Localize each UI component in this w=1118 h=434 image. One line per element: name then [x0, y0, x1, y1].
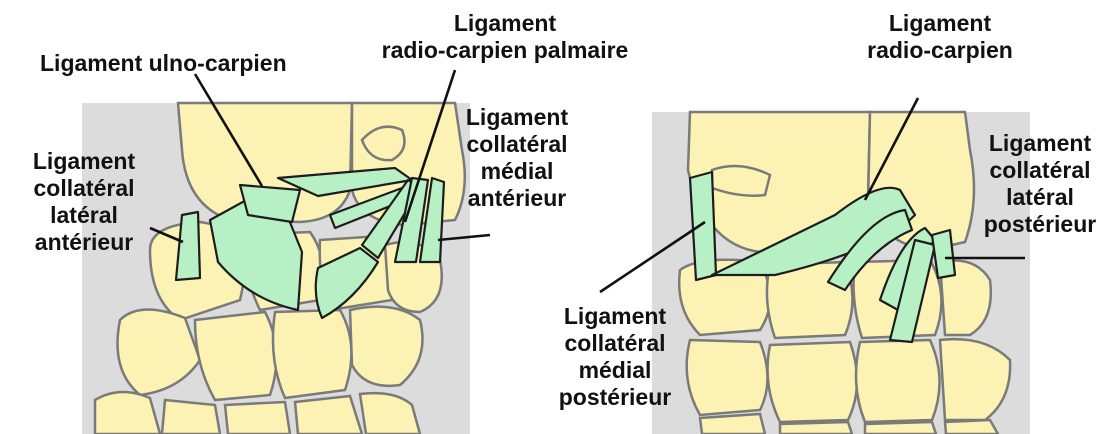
- label-ligament-collateral-medial-anterieur: Ligament collatéral médial antérieur: [452, 104, 582, 212]
- left-metacarpal-1: [95, 392, 160, 434]
- right-carpal-bone-5: [687, 340, 768, 415]
- right-metacarpal-2: [780, 422, 852, 434]
- left-metacarpal-4: [295, 396, 362, 434]
- right-metacarpal-1: [700, 414, 765, 434]
- left-carpal-bone-8: [350, 307, 423, 386]
- right-carpal-bone-7: [856, 340, 940, 422]
- right-carpal-bone-6: [768, 342, 857, 422]
- label-ligament-collateral-lateral-posterieur: Ligament collatéral latéral postérieur: [965, 130, 1115, 238]
- left-carpal-bone-7: [273, 310, 351, 398]
- right-radius-tubercle: [712, 166, 770, 196]
- right-metacarpal-3: [865, 422, 936, 434]
- right-metacarpal-4: [945, 420, 998, 434]
- label-ligament-collateral-medial-posterieur: Ligament collatéral médial postérieur: [540, 303, 690, 411]
- left-metacarpal-3: [225, 402, 290, 434]
- label-ligament-ulno-carpien: Ligament ulno-carpien: [40, 50, 287, 77]
- label-ligament-radio-carpien: Ligament radio-carpien: [845, 10, 1035, 64]
- left-metacarpal-2: [162, 400, 220, 434]
- label-ligament-collateral-lateral-anterieur: Ligament collatéral latéral antérieur: [14, 148, 154, 256]
- left-carpal-bone-6: [195, 312, 276, 400]
- label-ligament-radio-carpien-palmaire: Ligament radio-carpien palmaire: [355, 10, 655, 64]
